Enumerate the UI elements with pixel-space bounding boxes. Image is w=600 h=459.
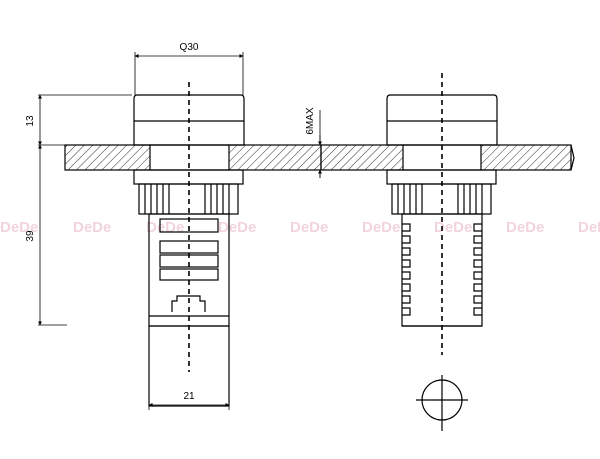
watermark-text-6: DeDe [362, 219, 400, 236]
watermark-text-4: DeDe [218, 219, 256, 236]
right-nut-teeth [397, 184, 483, 214]
diameter-label: Q30 [180, 42, 199, 53]
right-drawing: 6MAX [305, 73, 575, 431]
right-panel-right-hatch [480, 144, 572, 171]
watermark-row: DeDe DeDe DeDe DeDe DeDe DeDe DeDe DeDe … [0, 219, 600, 236]
panel-break-lower [570, 157, 575, 171]
height-13-label: 13 [25, 115, 36, 127]
panel-break-upper [570, 144, 575, 159]
watermark-text-7: DeDe [434, 219, 472, 236]
left-nut-teeth [144, 184, 230, 214]
left-terminal-clip [171, 295, 206, 312]
watermark-text-2: DeDe [73, 219, 111, 236]
watermark-text-1: DeDe [0, 219, 38, 236]
left-panel-left-hatch [64, 144, 151, 171]
width-label: 21 [183, 391, 195, 402]
height-39-label: 39 [25, 230, 36, 242]
watermark-text-9: DeDe [578, 219, 600, 236]
watermark-text-5: DeDe [290, 219, 328, 236]
right-right-ribs [473, 223, 482, 316]
watermark-text-8: DeDe [506, 219, 544, 236]
left-panel-right-hatch [228, 144, 322, 171]
right-panel-left-hatch [320, 144, 404, 171]
crosshair-circle-icon [416, 375, 468, 431]
left-drawing: Q30 13 39 [25, 42, 322, 410]
right-left-ribs [402, 223, 411, 316]
panel-thickness-label: 6MAX [305, 107, 316, 135]
watermark-text-3: DeDe [146, 219, 184, 236]
